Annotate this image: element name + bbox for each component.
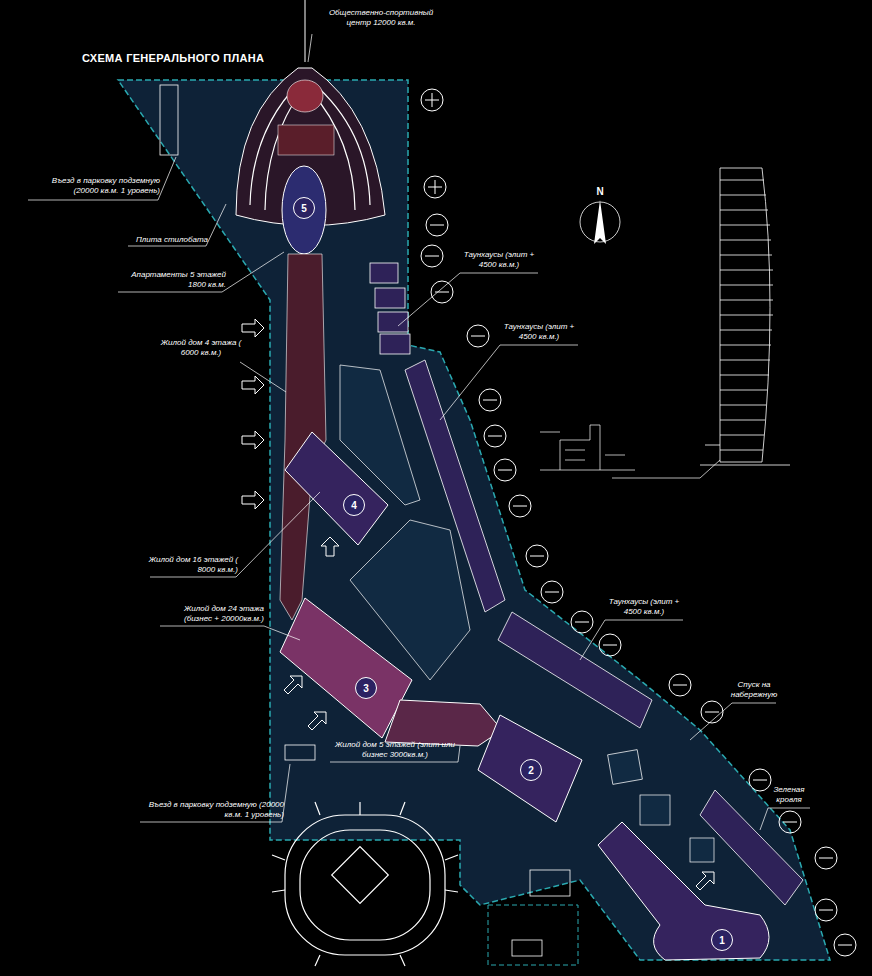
- access-arrows-part: [308, 712, 326, 730]
- trees: [421, 89, 856, 956]
- building-number: 5: [293, 197, 315, 219]
- plazas-part: [690, 838, 714, 862]
- townhouses-part: [498, 612, 652, 728]
- building-number: 3: [355, 677, 377, 699]
- callout-number: 1: [719, 935, 725, 946]
- stadium-outline: [272, 802, 458, 966]
- site-ground: [118, 80, 830, 965]
- building-number: 2: [520, 759, 542, 781]
- callout-label: Таунхаусы (элит + 4500 кв.м.): [498, 322, 580, 341]
- callout-label: Общественно-спортивный центр 12000 кв.м.: [316, 8, 446, 27]
- plazas-part: [608, 750, 643, 785]
- townhouses-part: [378, 312, 408, 332]
- leader-lines-part: [760, 808, 810, 830]
- building-number: 4: [343, 494, 365, 516]
- stadium-outline-part: [285, 815, 445, 955]
- callout-label: Въезд в парковку подземную (20000 кв.м. …: [138, 800, 284, 819]
- leader-lines-part: [690, 703, 776, 740]
- leader-lines-part: [150, 492, 320, 577]
- townhouses-part: [380, 334, 410, 354]
- leader-lines-part: [398, 273, 538, 326]
- section-sketch-part: [540, 425, 635, 470]
- plazas-part: [640, 795, 670, 825]
- callout-label: Въезд в парковку подземную (20000 кв.м. …: [26, 176, 160, 195]
- callout-number: 4: [351, 500, 357, 511]
- trees-part: [425, 93, 852, 945]
- site-ground-part: [512, 940, 542, 956]
- residential-buildings-part: [280, 598, 412, 738]
- leader-lines-part: [440, 345, 578, 420]
- callout-label: Плита стилобата: [128, 235, 208, 245]
- leader-lines: [28, 34, 810, 830]
- callout-label: Таунхаусы (элит + 4500 кв.м.): [603, 597, 685, 616]
- sports-center-part: [278, 125, 334, 155]
- access-arrows: [242, 319, 714, 890]
- tower-elevation-part: [700, 180, 790, 465]
- callout-label: Зеленая кровля: [766, 785, 812, 804]
- stadium-outline-part: [332, 847, 389, 904]
- compass-part: [594, 200, 606, 244]
- townhouses: [370, 263, 803, 905]
- leader-lines-part: [160, 626, 300, 640]
- site-ground-part: [160, 85, 178, 155]
- tower-elevation: [700, 168, 790, 465]
- building-number: 1: [711, 929, 733, 951]
- access-arrows-part: [242, 376, 264, 394]
- sports-center-part: [282, 166, 326, 254]
- plazas: [340, 365, 714, 862]
- access-arrows-part: [242, 431, 264, 449]
- callout-label: Жилой дом 16 этажей ( 8000 кв.м.): [148, 555, 238, 574]
- leader-lines-part: [128, 204, 226, 246]
- access-arrows-part: [321, 537, 339, 556]
- callout-label: Апартаменты 5 этажей 1800 кв.м.: [116, 270, 226, 289]
- callout-label: Жилой дом 5 этажей (элит или бизнес 3000…: [330, 740, 460, 759]
- stadium-outline-part: [300, 830, 430, 940]
- townhouses-part: [700, 790, 803, 905]
- access-arrows-part: [696, 872, 714, 890]
- townhouses-part: [370, 263, 398, 283]
- housing-strip-part: [280, 254, 326, 620]
- leader-lines-part: [308, 34, 312, 62]
- leader-lines-part: [580, 620, 683, 660]
- compass: [580, 200, 620, 244]
- townhouses-part: [375, 288, 405, 308]
- callout-label: Таунхаусы (элит + 4500 кв.м.): [458, 250, 540, 269]
- residential-buildings-part: [385, 700, 502, 746]
- callout-label: Жилой дом 24 этажа (бизнес + 20000кв.м.): [158, 604, 264, 623]
- residential-buildings-part: [285, 432, 388, 545]
- leader-lines-part: [240, 362, 286, 392]
- callout-number: 3: [363, 683, 369, 694]
- residential-buildings: [280, 432, 769, 960]
- townhouses-part: [405, 360, 505, 612]
- sports-center-part: [236, 68, 385, 226]
- site-ground-part: [488, 905, 578, 965]
- residential-buildings-part: [598, 822, 769, 960]
- access-arrows-part: [242, 491, 264, 509]
- callout-number: 5: [301, 203, 307, 214]
- housing-strip: [280, 254, 326, 620]
- callout-number: 2: [528, 765, 534, 776]
- site-ground-part: [530, 870, 570, 896]
- north-sign: N: [593, 186, 607, 198]
- residential-buildings-part: [478, 715, 582, 822]
- site-ground-part: [285, 745, 315, 760]
- section-sketch: [540, 425, 635, 470]
- site-ground-part: [118, 80, 830, 960]
- callout-label: Жилой дом 4 этажа ( 6000 кв.м.): [160, 338, 242, 357]
- sports-center-part: [287, 80, 323, 112]
- callout-label: Спуск на набережную: [730, 680, 778, 699]
- stadium-outline-part: [272, 802, 458, 966]
- plan-title: СХЕМА ГЕНЕРАЛЬНОГО ПЛАНА: [82, 52, 264, 64]
- access-arrows-part: [242, 319, 264, 337]
- sports-center-part: [305, 0, 306, 62]
- sports-center: [236, 0, 385, 254]
- access-arrows-part: [284, 676, 302, 694]
- leader-lines-part: [612, 460, 720, 478]
